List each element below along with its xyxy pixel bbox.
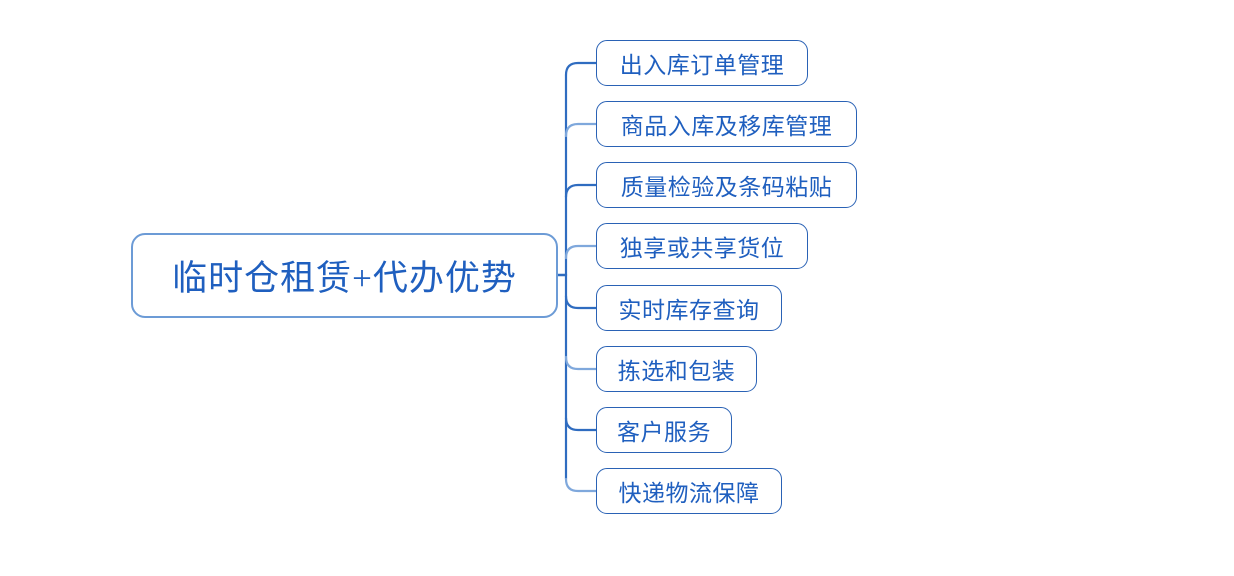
branch-node-label: 质量检验及条码粘贴 xyxy=(620,175,833,200)
branch-node-label: 拣选和包装 xyxy=(617,359,736,384)
branch-node-3[interactable]: 质量检验及条码粘贴 xyxy=(596,162,857,208)
connector-branch-5 xyxy=(564,294,598,310)
connector-branch-2 xyxy=(564,122,598,138)
branch-node-label: 快递物流保障 xyxy=(618,481,760,506)
root-node[interactable]: 临时仓租赁+代办优势 xyxy=(131,233,558,318)
connector-branch-3 xyxy=(564,183,598,199)
connector-branch-8 xyxy=(564,477,598,493)
connector-branch-4 xyxy=(564,244,598,260)
branch-node-label: 出入库订单管理 xyxy=(619,53,785,78)
connector-branch-6 xyxy=(564,355,598,371)
branch-node-5[interactable]: 实时库存查询 xyxy=(596,285,782,331)
branch-node-label: 商品入库及移库管理 xyxy=(620,114,833,139)
branch-node-6[interactable]: 拣选和包装 xyxy=(596,346,757,392)
branch-node-8[interactable]: 快递物流保障 xyxy=(596,468,782,514)
connector-branch-1 xyxy=(564,61,598,77)
branch-node-7[interactable]: 客户服务 xyxy=(596,407,732,453)
branch-node-1[interactable]: 出入库订单管理 xyxy=(596,40,808,86)
branch-node-2[interactable]: 商品入库及移库管理 xyxy=(596,101,857,147)
connector-branch-7 xyxy=(564,416,598,432)
branch-node-label: 独享或共享货位 xyxy=(619,236,785,261)
branch-node-label: 客户服务 xyxy=(617,420,711,445)
branch-node-4[interactable]: 独享或共享货位 xyxy=(596,223,808,269)
branch-node-label: 实时库存查询 xyxy=(618,298,760,323)
root-node-label: 临时仓租赁+代办优势 xyxy=(172,259,517,298)
